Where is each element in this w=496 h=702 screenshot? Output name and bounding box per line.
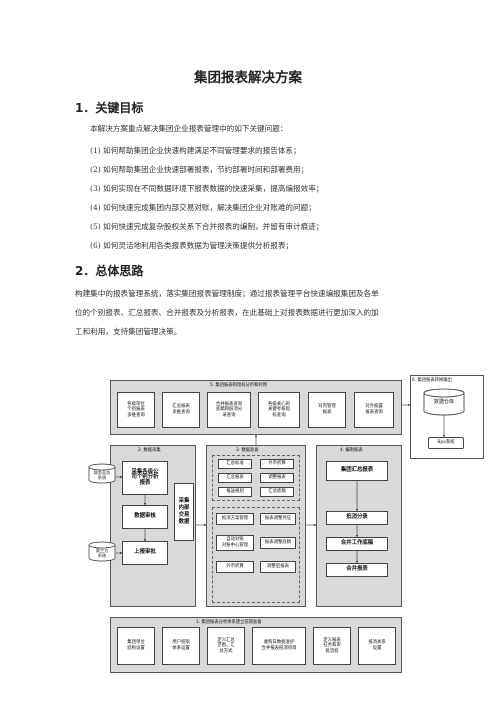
dashed-group bbox=[212, 455, 300, 501]
diagram-box: 采集各级公 司个别分析 报表 bbox=[122, 461, 168, 495]
diagram-box: 报送规划 bbox=[218, 487, 252, 497]
panel-title: 5. 集团报表和指标分析和利用 bbox=[210, 383, 268, 388]
diagram-box: 各级单位 个别报表 多维查询 bbox=[117, 392, 155, 428]
diagram-box: 报表调整凭证 bbox=[260, 513, 296, 525]
external-system-label: 第三方 系统 bbox=[95, 548, 109, 558]
diagram-box: 采集 内部 交易 数据 bbox=[174, 483, 194, 541]
diagram-box: 合并报表查询 底稿和抵消分 录查询 bbox=[207, 392, 251, 428]
diagram-box: 定义报表 任务和审 批流程 bbox=[313, 627, 351, 665]
diagram-box: 上报审批 bbox=[122, 541, 168, 565]
section-heading-goals: 1．关键目标 bbox=[75, 101, 144, 115]
diagram-box: 汇总标准 bbox=[218, 459, 252, 469]
approach-line: 工和利用，支持集团管理决策。 bbox=[75, 327, 182, 336]
approach-line: 构建集中的报表管理系统，落实集团报表管理制度；通过报表管理平台快速编报集团及各单 bbox=[75, 289, 379, 298]
bpo-system-box: Bpo系统 bbox=[428, 437, 464, 449]
diagram-box: 数据审核 bbox=[122, 505, 168, 529]
diagram-box: 外币折算 bbox=[216, 561, 254, 573]
database-label: 数据仓库 bbox=[433, 399, 454, 405]
architecture-diagram: 5. 集团报表和指标分析和利用 各级单位 个别报表 多维查询 汇总报表 多维查询… bbox=[88, 365, 484, 673]
panel-title: 4. 编制报表 bbox=[340, 448, 363, 453]
database-icon bbox=[88, 541, 116, 562]
diagram-box: 报表调整底稿 bbox=[260, 537, 296, 549]
diagram-box: 抵消方案管理 bbox=[216, 513, 254, 525]
diagram-box: 集团汇总报表 bbox=[326, 461, 388, 481]
goal-item: (1) 如何帮助集团企业快速构建满足不同管理要求的报告体系； bbox=[90, 146, 301, 155]
diagram-box: 汇总报表 bbox=[218, 473, 252, 483]
goals-intro: 本解决方案重点解决集团企业报表管理中的如下关键问题： bbox=[90, 124, 288, 133]
diagram-box: 外币折算 bbox=[260, 459, 294, 469]
panel-title: 1. 集团报表分析体系建立前期准备 bbox=[196, 620, 262, 625]
panel-analysis bbox=[110, 380, 402, 435]
external-system-label: 财务业务 系统 bbox=[93, 470, 111, 480]
diagram-box: 定义汇总 范围，汇 总方式 bbox=[207, 627, 245, 665]
diagram-box: 汇总底稿 bbox=[260, 487, 294, 497]
diagram-box: 抵消关系 设置 bbox=[358, 627, 396, 665]
diagram-box: 收购日数据准护 合并报表抵消项目 bbox=[252, 627, 306, 665]
diagram-box: 合并报表 bbox=[326, 563, 388, 577]
database-icon bbox=[423, 388, 465, 416]
goal-item: (5) 如何快速完成复杂股权关系下合并报表的编制，并留有审计痕迹； bbox=[90, 222, 324, 231]
diagram-box: 集团单位 结构设置 bbox=[117, 627, 155, 665]
panel-title: 3. 数据准备 bbox=[236, 448, 259, 453]
page-title: 集团报表解决方案 bbox=[194, 70, 302, 86]
diagram-box: 各级关心的 关键考核指 标查询 bbox=[258, 392, 300, 428]
dashed-group bbox=[212, 507, 300, 603]
goal-item: (3) 如何实现在不同数据环境下报表数据的快速采集，提高编报效率； bbox=[90, 184, 324, 193]
diagram-box: 调整后报表 bbox=[260, 561, 296, 573]
diagram-box: 自动对账 对账中心管理 bbox=[216, 535, 254, 551]
diagram-box: 用户权限 体系设置 bbox=[162, 627, 200, 665]
goal-item: (2) 如何帮助集团企业快速部署报表，节约部署时间和部署费用； bbox=[90, 165, 309, 174]
diagram-box: 抵消分录 bbox=[326, 511, 388, 525]
diagram-box: 合并工作底稿 bbox=[326, 537, 388, 551]
diagram-box: 汇总报表 多维查询 bbox=[162, 392, 200, 428]
diagram-box: 对外披露 报表查询 bbox=[354, 392, 394, 428]
diagram-box: 对内管理 报表 bbox=[308, 392, 346, 428]
section-heading-approach: 2．总体思路 bbox=[75, 264, 144, 278]
panel-title: 6. 集团报表转换输出 bbox=[412, 378, 452, 383]
diagram-connectors bbox=[116, 403, 446, 564]
database-icon bbox=[88, 463, 116, 484]
goal-item: (4) 如何快速完成集团内部交易对账，解决集团企业对账难的问题； bbox=[90, 203, 316, 212]
panel-title: 2. 数据采集 bbox=[138, 448, 161, 453]
approach-line: 位的个别报表、汇总报表、合并报表及分析报表，在此基础上对报表数据进行更加深入的加 bbox=[75, 308, 379, 317]
diagram-box: 调整报表 bbox=[260, 473, 294, 483]
goal-item: (6) 如何灵活地利用各类报表数据为管理决策提供分析报表； bbox=[90, 241, 294, 250]
panel-preparation bbox=[206, 445, 306, 607]
